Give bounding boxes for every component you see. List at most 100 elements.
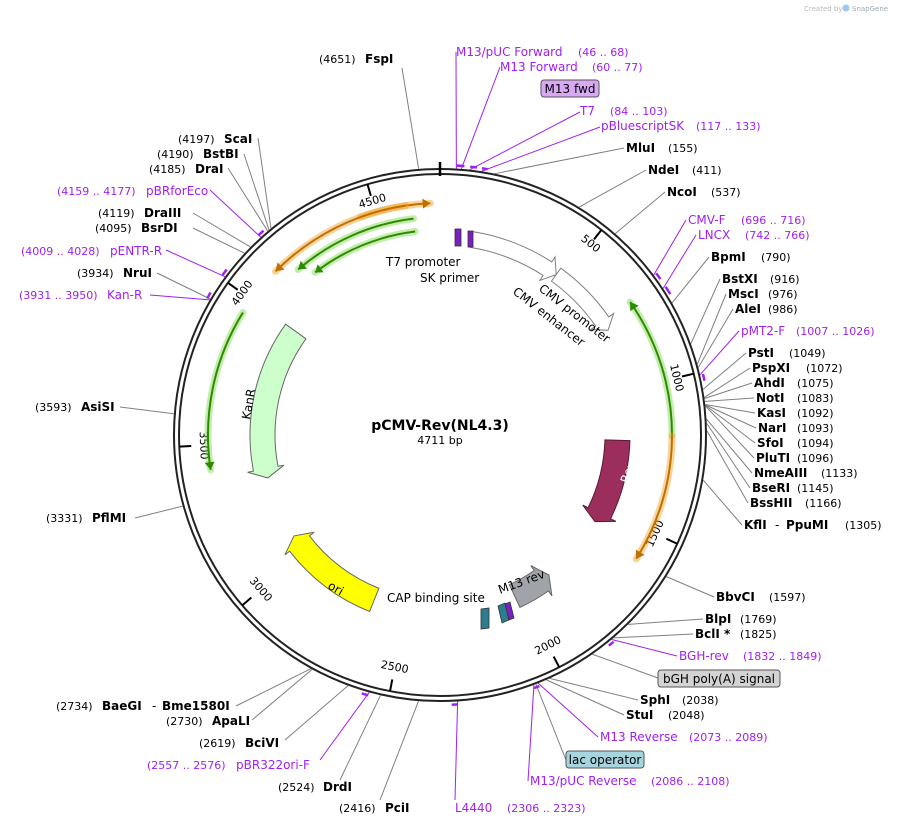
site-draiii-pos: (4119): [98, 207, 135, 220]
tick-mark: [366, 183, 372, 197]
primer-pmt2-f-name: pMT2-F: [741, 324, 785, 338]
orange-arrow-top-left: [274, 204, 406, 273]
site-ncoi-pos: (537): [711, 186, 741, 199]
site-sphi-name: SphI: [640, 693, 670, 707]
site-draiii-name: DraIII: [144, 206, 181, 220]
tick-label: 2000: [533, 633, 564, 657]
kanr-arrow: [247, 323, 307, 479]
site-kasi-pos: (1092): [797, 407, 834, 420]
leader-line: [578, 169, 647, 208]
site-pflmi-name: PflMI: [92, 511, 126, 525]
site-asisi-name: AsiSI: [81, 400, 115, 414]
site-bcli-pos: (1825): [740, 628, 777, 641]
leader-line: [379, 700, 419, 801]
bgh-polya-box: [657, 669, 781, 688]
primer-m13-reverse-name: M13 Reverse: [600, 730, 678, 744]
site-bstxi-name: BstXI: [722, 272, 758, 286]
primer-mark: [257, 229, 265, 236]
leader-line: [243, 153, 270, 231]
site-kasi-name: KasI: [757, 406, 786, 420]
tick-mark: [552, 656, 561, 668]
site-bpmi-name: BpmI: [711, 250, 746, 264]
leader-line: [705, 405, 755, 459]
primer-m13-puc-fwd-name: M13/pUC Forward: [456, 45, 563, 59]
primer-bgh-rev-name: BGH-rev: [679, 649, 729, 663]
orange-arrow-top-left-head: [275, 262, 285, 272]
cap-binding-site-label: CAP binding site: [387, 591, 485, 605]
green-arrow-top-head: [298, 260, 307, 270]
leader-line: [613, 633, 694, 639]
primer-mark: [206, 291, 212, 300]
green-arrow-right: [629, 301, 673, 436]
site-sfoi-name: SfoI: [757, 436, 784, 450]
leader-line: [535, 683, 567, 761]
site-nari-name: NarI: [758, 421, 787, 435]
site-scai-name: ScaI: [224, 132, 252, 146]
green-arrow-left-head: [204, 461, 215, 470]
leader-line: [705, 404, 756, 414]
leader-line: [699, 330, 740, 376]
site-blpi-pos: (1769): [740, 613, 777, 626]
tick-label: 3000: [247, 575, 275, 605]
leader-line: [666, 576, 715, 598]
tick-label: 4000: [229, 278, 256, 308]
site-nrui-name: NruI: [123, 266, 152, 280]
leader-line: [706, 430, 749, 504]
primer-lncx-name: LNCX: [698, 228, 730, 242]
site-ahdi-name: AhdI: [754, 376, 785, 390]
primer-mark: [481, 167, 488, 171]
site-pspxi-name: PspXI: [752, 361, 790, 375]
cap-binding-site-box: [480, 607, 490, 630]
site-pluti-name: PluTI: [756, 451, 790, 465]
cmv-promoter-arrow: [550, 267, 615, 331]
site-bsshii-pos: (1166): [805, 497, 842, 510]
plasmid-name: pCMV-Rev(NL4.3): [371, 418, 509, 434]
primer-pbrforeco-range: (4159 .. 4177): [57, 185, 136, 198]
site-kfli-dash: -: [775, 518, 779, 532]
primer-pbrforeco-name: pBRforEco: [146, 184, 208, 198]
cmv-enhancer-arrow: [469, 231, 557, 282]
site-bstxi-pos: (916): [770, 273, 800, 286]
leader-lines: [119, 51, 757, 801]
leader-line: [339, 695, 381, 781]
site-mlui-name: MluI: [626, 141, 655, 155]
leader-line: [546, 679, 625, 716]
leader-line: [537, 682, 599, 738]
leader-line: [671, 256, 710, 304]
primer-pbr322ori-f-name: pBR322ori-F: [236, 758, 310, 772]
site-nrui-pos: (3934): [77, 267, 114, 280]
leader-line: [706, 423, 751, 489]
site-blpi-name: BlpI: [705, 612, 731, 626]
ori-arrow: [284, 531, 380, 613]
site-psti-pos: (1049): [789, 347, 826, 360]
primer-bgh-rev-range: (1832 .. 1849): [743, 650, 822, 663]
primer-m13-puc-reverse-range: (2086 .. 2108): [651, 775, 730, 788]
primer-marks: [206, 164, 706, 706]
leader-line: [611, 639, 678, 657]
tick-mark: [179, 445, 192, 448]
leader-line: [134, 505, 183, 519]
site-bsshii-name: BssHII: [750, 496, 792, 510]
leader-line: [454, 701, 459, 801]
site-nmeaiii-pos: (1133): [821, 467, 858, 480]
site-bpmi-pos: (790): [761, 251, 791, 264]
primer-m13-puc-fwd-range: (46 .. 68): [578, 46, 629, 59]
primer-m13-fwd-name: M13 Forward: [500, 60, 578, 74]
leader-line: [319, 692, 370, 761]
bgh-polya-label: bGH poly(A) signal: [663, 672, 775, 686]
site-stui-name: StuI: [626, 708, 653, 722]
leader-line: [227, 167, 269, 232]
primer-mark: [456, 164, 465, 168]
primer-mark: [533, 684, 540, 690]
site-fspi-name: FspI: [365, 52, 393, 66]
tick-mark: [389, 679, 394, 692]
green-arrow-left-glow: [204, 309, 247, 474]
primer-l4440-range: (2306 .. 2323): [507, 802, 586, 815]
site-drai-pos: (4185): [149, 163, 186, 176]
site-bseri-name: BseRI: [752, 481, 790, 495]
leader-line: [696, 293, 727, 365]
leader-line: [481, 126, 601, 172]
tick-mark: [227, 282, 239, 291]
primer-pbluescriptsk-name: pBluescriptSK: [601, 119, 685, 133]
leader-line: [697, 308, 734, 368]
